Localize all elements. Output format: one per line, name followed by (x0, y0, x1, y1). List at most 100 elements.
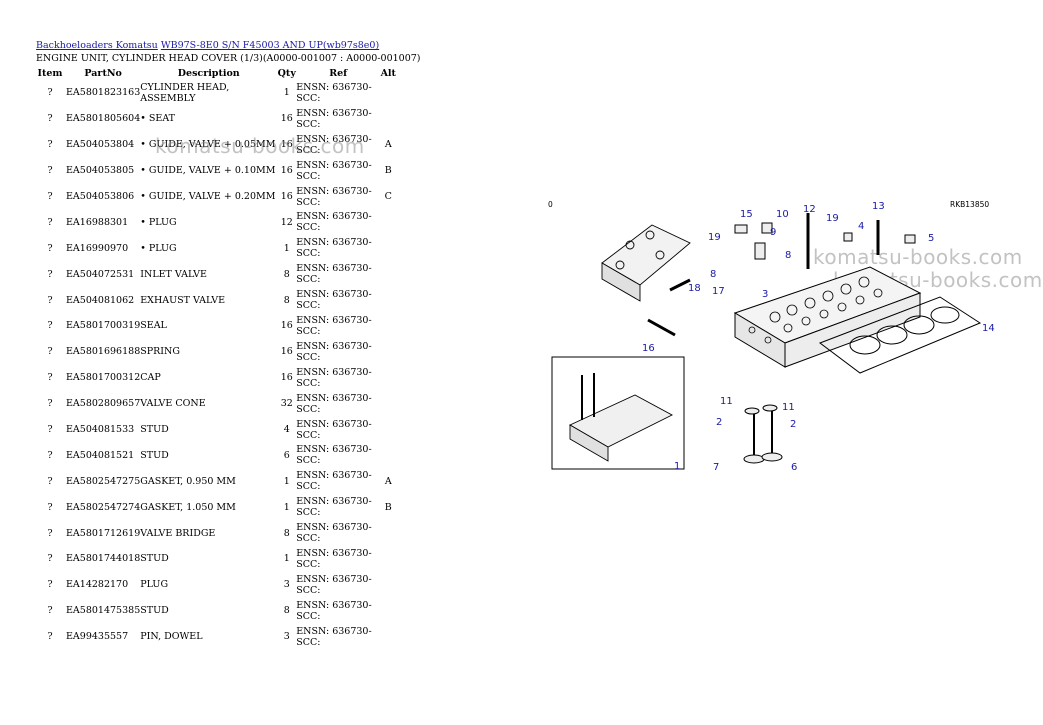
ref-line: ENSN: 636730- (296, 185, 372, 197)
ref-line: SCC: (296, 558, 321, 570)
ref-line: SCC: (296, 507, 321, 519)
cell-alt (380, 209, 396, 235)
cell-qty: 3 (283, 631, 290, 643)
cell-alt: C (384, 191, 392, 202)
cell-ref: ENSN: 636730-SCC: (296, 468, 380, 494)
breadcrumb-link-model[interactable]: WB97S-8E0 S/N F45003 AND UP(wb97s8e0) (160, 40, 380, 51)
cell-partno: EA5801823163 (66, 87, 141, 99)
parts-table: Item PartNo Description Qty Ref Alt ?EA5… (34, 66, 396, 650)
cell-description: • GUIDE, VALVE + 0.20MM (140, 191, 276, 202)
ref-line: ENSN: 636730- (296, 289, 372, 301)
cell-partno: EA5801700312 (66, 372, 141, 384)
cell-qty: 8 (283, 605, 290, 617)
cell-description: • GUIDE, VALVE + 0.10MM (140, 165, 276, 177)
cell-item: ? (47, 113, 53, 125)
breadcrumb: Backhoeloaders Komatsu WB97S-8E0 S/N F45… (36, 40, 379, 51)
ref-line: ENSN: 636730- (296, 547, 372, 559)
cell-partno: EA5802547274 (66, 501, 141, 513)
cell-item: ? (47, 294, 53, 306)
cell-qty: 16 (280, 320, 293, 332)
cell-alt: A (384, 139, 392, 151)
cell-partno: EA504053805 (66, 165, 135, 177)
callout-label: 1 (674, 461, 680, 472)
col-header-alt: Alt (380, 67, 396, 79)
ref-line: SCC: (296, 636, 321, 648)
cell-item: ? (47, 216, 53, 228)
cell-qty: 3 (283, 579, 290, 591)
callout-label: 11 (720, 396, 733, 407)
breadcrumb-link-category[interactable]: Backhoeloaders Komatsu (36, 40, 158, 51)
callout-label: 9 (770, 227, 776, 238)
cell-partno: EA504053806 (66, 191, 135, 202)
ref-line: ENSN: 636730- (296, 211, 372, 223)
ref-line: SCC: (296, 351, 321, 363)
exploded-parts-diagram: 0 RKB13850 (548, 200, 995, 473)
cell-item: ? (47, 475, 53, 487)
cell-alt (380, 520, 396, 546)
cell-qty: 8 (283, 527, 290, 539)
ref-line: ENSN: 636730- (296, 107, 372, 119)
cell-qty: 16 (280, 113, 293, 125)
cell-description: • PLUG (140, 242, 177, 254)
cell-partno: EA504053804 (66, 139, 135, 151)
callout-label: 8 (785, 250, 791, 261)
callout-label: 13 (872, 201, 885, 212)
cell-description: STUD (140, 424, 169, 436)
cell-alt (380, 572, 396, 598)
ref-line: ENSN: 636730- (296, 366, 372, 378)
cell-item: ? (47, 268, 53, 280)
cell-partno: EA5802547275 (66, 475, 141, 487)
cell-alt (380, 80, 396, 106)
cell-partno: EA5801700319 (66, 320, 141, 332)
cell-ref: ENSN: 636730-SCC: (296, 417, 380, 443)
cell-item: ? (47, 501, 53, 513)
callout-label: 12 (803, 204, 816, 215)
callout-label: 5 (928, 233, 934, 244)
small-parts-drawing (647, 213, 916, 464)
cell-description: STUD (140, 605, 169, 617)
cell-item: ? (47, 398, 53, 410)
callout-label: 14 (982, 323, 995, 334)
cell-qty: 1 (283, 242, 290, 254)
cell-item: ? (47, 527, 53, 539)
ref-line: ENSN: 636730- (296, 418, 372, 430)
callout-label: 18 (688, 283, 701, 294)
cell-item: ? (47, 372, 53, 384)
ref-line: SCC: (296, 144, 321, 156)
cell-ref: ENSN: 636730-SCC: (296, 365, 380, 391)
cell-alt (380, 313, 396, 339)
callout-label: 11 (782, 402, 795, 413)
cell-alt (380, 442, 396, 468)
ref-line: ENSN: 636730- (296, 599, 372, 611)
cell-alt (380, 235, 396, 261)
cell-partno: EA16988301 (66, 216, 129, 228)
cell-qty: 16 (280, 191, 293, 202)
cell-qty: 32 (280, 398, 293, 410)
cell-description: SPRING (140, 346, 180, 358)
ref-line: SCC: (296, 377, 321, 389)
cell-item: ? (47, 449, 53, 461)
cell-description: CYLINDER HEAD, ASSEMBLY (140, 81, 230, 104)
callout-label: 8 (710, 269, 716, 280)
ref-line: ENSN: 636730- (296, 625, 372, 637)
callout-label: 2 (716, 417, 722, 428)
col-header-ref: Ref (329, 67, 348, 79)
callout-label: 6 (791, 462, 797, 473)
ref-line: ENSN: 636730- (296, 237, 372, 249)
cell-qty: 8 (283, 294, 290, 306)
cell-item: ? (47, 87, 53, 99)
inset-assembly-drawing (551, 356, 685, 470)
callout-label: 17 (712, 286, 725, 297)
ref-line: ENSN: 636730- (296, 444, 372, 456)
ref-line: ENSN: 636730- (296, 263, 372, 275)
cell-item: ? (47, 424, 53, 436)
ref-line: SCC: (296, 610, 321, 622)
